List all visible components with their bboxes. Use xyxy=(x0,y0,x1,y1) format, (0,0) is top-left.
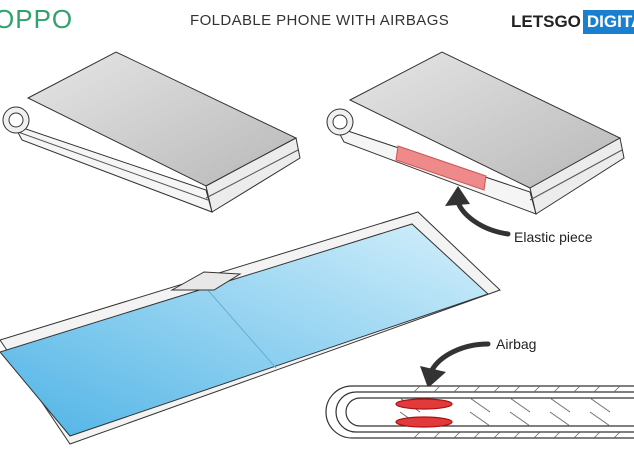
page-title: FOLDABLE PHONE WITH AIRBAGS xyxy=(190,12,449,29)
folded-phone-left xyxy=(3,52,300,212)
airbag-lower xyxy=(396,417,452,427)
cross-section xyxy=(326,386,634,438)
airbag-arrow xyxy=(420,344,488,388)
elastic-piece-label: Elastic piece xyxy=(514,229,593,245)
site-logo-part2: DIGITAL xyxy=(583,10,634,34)
site-logo-part1: LETSGO xyxy=(511,10,583,34)
folded-phone-right xyxy=(327,52,624,214)
brand-logo: OPPO xyxy=(0,4,73,35)
airbag-upper xyxy=(396,399,452,409)
site-logo: LETSGO DIGITAL xyxy=(511,10,634,34)
airbag-label: Airbag xyxy=(496,336,536,352)
